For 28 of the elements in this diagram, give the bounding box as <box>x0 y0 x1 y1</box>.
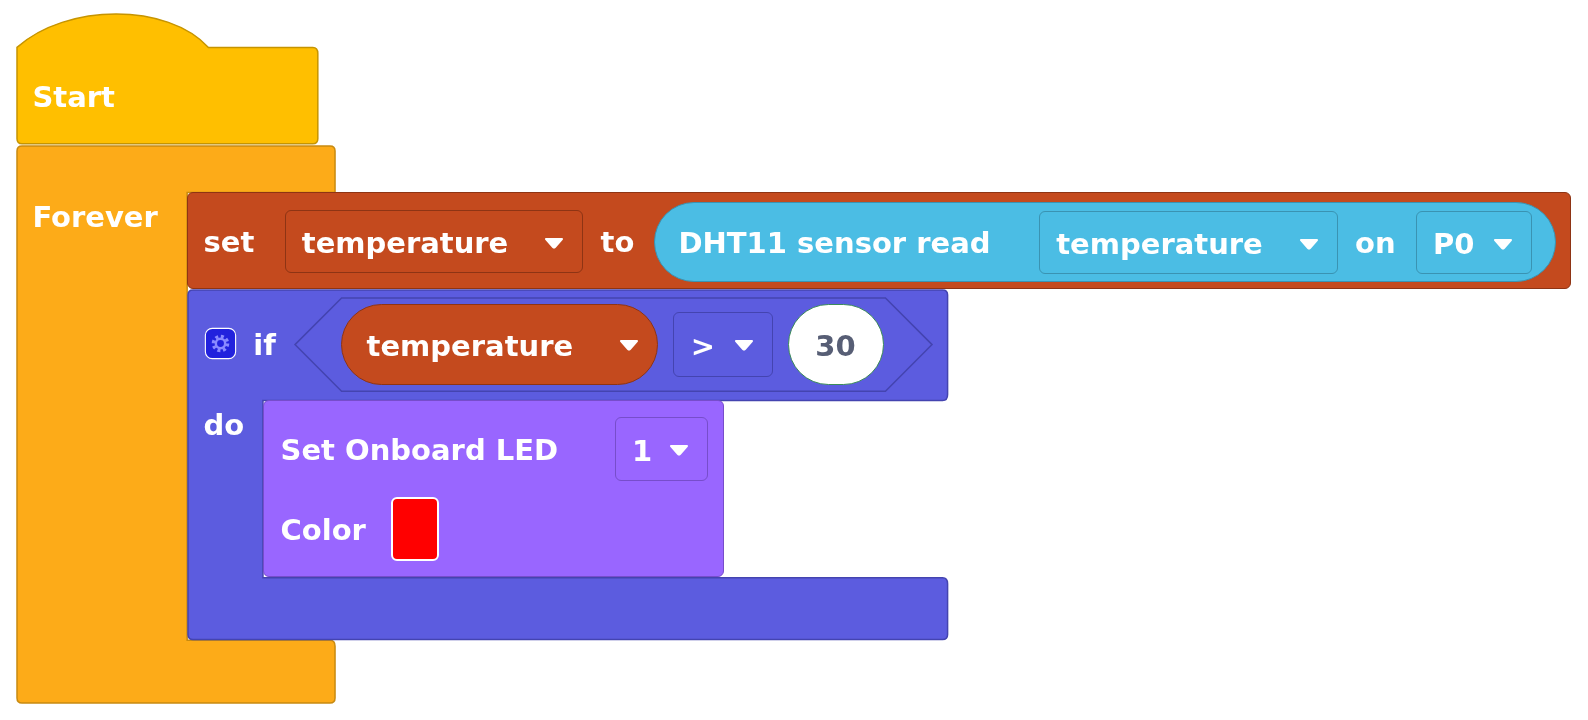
block-label: set <box>203 224 255 261</box>
block-label: temperature <box>301 225 509 262</box>
block-label: DHT11 sensor read <box>678 225 991 261</box>
if-block <box>187 288 949 641</box>
block-label: 1 <box>631 432 653 469</box>
block-label: > <box>690 328 715 365</box>
condition-hexagon <box>293 296 933 392</box>
block-label: 30 <box>815 328 856 365</box>
hat-block <box>16 15 319 145</box>
block-label: P0 <box>1433 226 1475 262</box>
color-swatch <box>390 497 439 561</box>
block-label: temperature <box>1056 226 1263 262</box>
block-label: temperature <box>366 328 574 365</box>
dropdown-field <box>673 311 773 377</box>
block-label: Start <box>32 79 115 116</box>
block-label: Color <box>280 511 366 548</box>
dropdown-field <box>1039 210 1338 275</box>
block-label: Forever <box>32 198 158 235</box>
set-block <box>187 192 1571 289</box>
dropdown-field <box>284 209 584 274</box>
block-label: do <box>203 407 245 444</box>
block-label: Set Onboard LED <box>280 431 559 468</box>
block-label: on <box>1355 225 1396 261</box>
led-block <box>263 400 725 578</box>
block-label: to <box>600 224 635 261</box>
dropdown-field <box>1415 210 1533 275</box>
dropdown-field <box>614 417 708 481</box>
block-label: if <box>253 327 276 364</box>
